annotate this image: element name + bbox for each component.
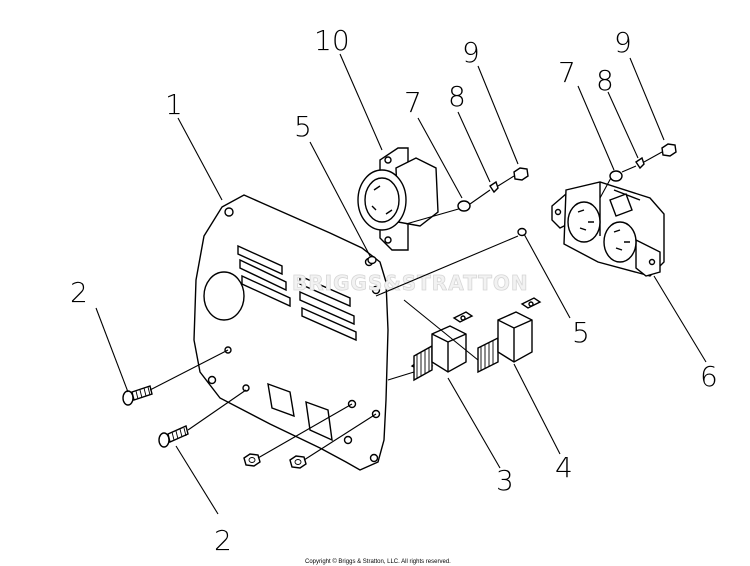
circuit-breaker-4 <box>477 297 542 374</box>
callout-3: 3 <box>496 464 514 497</box>
control-panel-plate <box>193 194 389 471</box>
callout-9-left: 9 <box>462 36 480 69</box>
callout-6: 6 <box>700 360 718 393</box>
callout-7-right: 7 <box>558 56 576 89</box>
callout-4: 4 <box>555 451 573 484</box>
callout-9-right: 9 <box>614 26 632 59</box>
callout-5-right: 5 <box>572 316 590 349</box>
callout-8-right: 8 <box>596 64 614 97</box>
hardware-axis-left <box>469 175 515 205</box>
circuit-breaker-3 <box>410 311 474 382</box>
copyright-notice: Copyright © Briggs & Stratton, LLC. All … <box>305 558 451 565</box>
washer-5-left <box>367 255 377 265</box>
washer-5-right <box>517 227 527 237</box>
panel-hole <box>347 399 357 409</box>
receptacle-axis <box>405 207 463 225</box>
washer-axis-right <box>375 235 519 297</box>
watermark-text: BRIGGS&STRATTON <box>292 271 529 295</box>
flat-washer-7-left <box>457 200 471 212</box>
callout-5-left: 5 <box>294 110 312 143</box>
nut-bottom-right <box>289 455 307 469</box>
breaker-3-axis <box>387 371 415 381</box>
screw-upper <box>122 385 153 406</box>
flat-washer-7-right <box>609 170 623 182</box>
callout-2-lower: 2 <box>214 524 232 557</box>
nut-bottom-left <box>243 453 261 467</box>
screw-axis-2 <box>187 389 247 431</box>
screw-axis-1 <box>149 349 229 391</box>
callout-7-left: 7 <box>404 86 422 119</box>
callout-1: 1 <box>165 88 183 121</box>
callout-8-left: 8 <box>448 80 466 113</box>
duplex-axis <box>599 175 613 199</box>
lock-washer-8-right <box>635 156 645 170</box>
nut-9-left <box>513 167 529 181</box>
nut-axis-1 <box>257 403 353 459</box>
hardware-axis-right <box>621 151 663 173</box>
nut-axis-2 <box>303 413 377 461</box>
duplex-receptacle <box>551 181 665 277</box>
nut-9-right <box>661 143 677 157</box>
twist-lock-receptacle <box>357 147 439 251</box>
screw-lower <box>158 425 189 448</box>
lock-washer-8-left <box>489 180 499 194</box>
leader-lines <box>95 53 707 515</box>
panel-hole <box>371 409 381 419</box>
callout-2-upper: 2 <box>70 276 88 309</box>
breaker-4-axis <box>403 299 479 361</box>
callout-10: 10 <box>314 24 350 57</box>
